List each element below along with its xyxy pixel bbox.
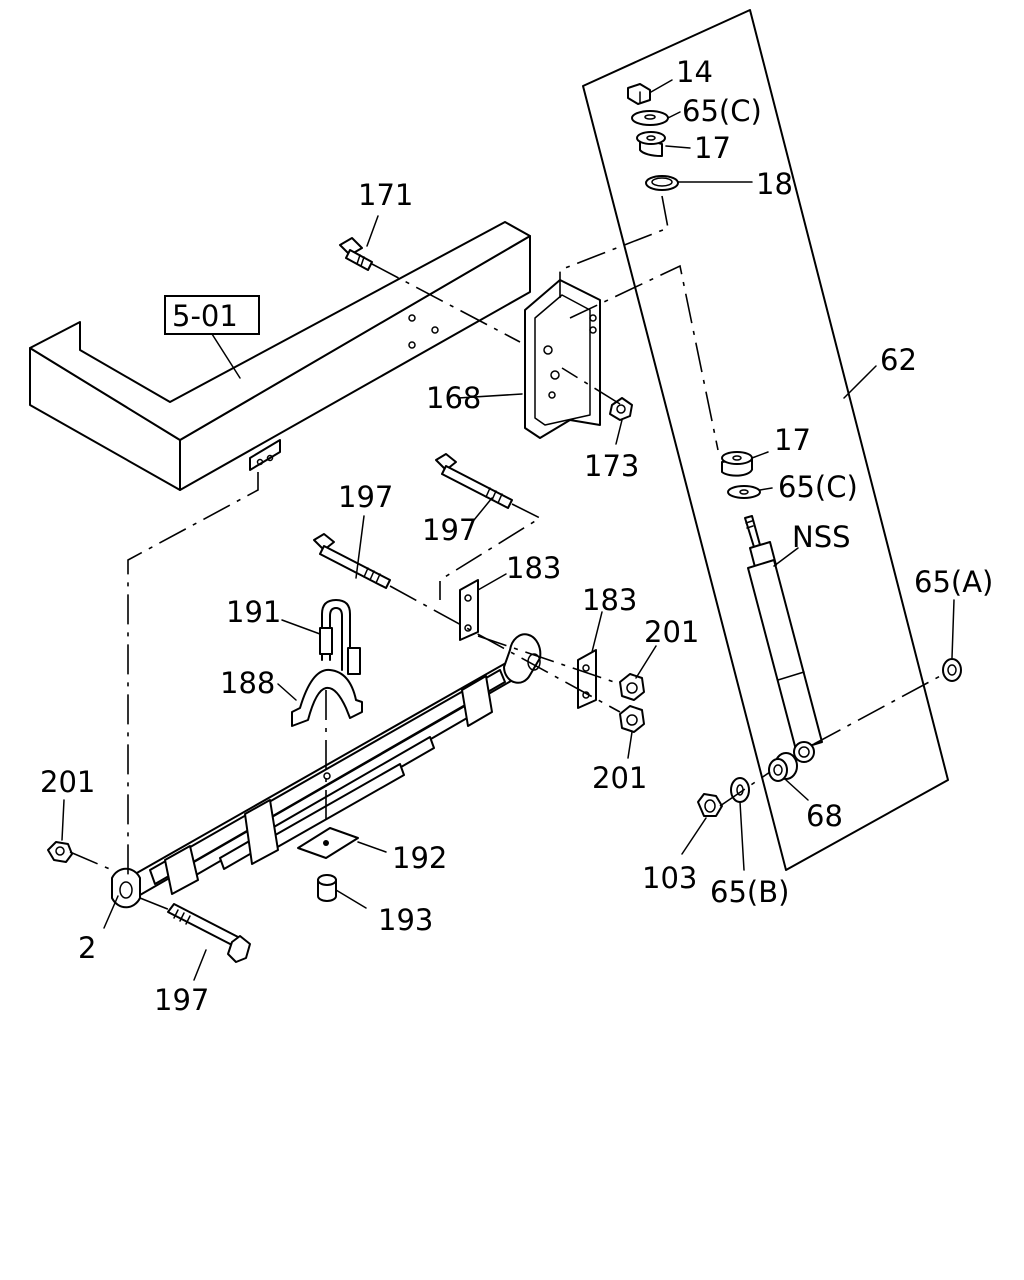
callout-197-a: 197 (338, 480, 393, 514)
callout-2: 2 (78, 931, 96, 965)
nut-201-c (47, 841, 73, 863)
callout-65c-top: 65(C) (682, 94, 762, 128)
nut-201-b (619, 705, 645, 733)
reference-box-label: 5-01 (172, 299, 238, 333)
callout-18: 18 (756, 167, 793, 201)
callout-103: 103 (642, 861, 697, 895)
callout-191: 191 (226, 595, 281, 629)
leader-lines (61, 79, 955, 981)
bolt-197-upper-a (435, 453, 513, 509)
callout-65a: 65(A) (914, 565, 993, 599)
callout-65c-mid: 65(C) (778, 470, 858, 504)
callout-68: 68 (806, 799, 843, 833)
reference-box (164, 295, 260, 335)
callout-183-a: 183 (506, 551, 561, 585)
callout-14: 14 (676, 55, 713, 89)
callout-197-b: 197 (422, 513, 477, 547)
spring-seat-188 (291, 668, 363, 727)
shock-group-boundary (582, 9, 949, 871)
nut-173 (609, 397, 633, 421)
nut-193 (317, 874, 337, 902)
bush-68 (768, 752, 798, 782)
shock-bracket (524, 279, 601, 439)
ring-18 (645, 175, 679, 191)
washer-65c-top (631, 110, 669, 126)
u-bolt-191 (319, 599, 361, 675)
shackle-plate-183-b (577, 649, 597, 709)
bush-17-mid (721, 451, 754, 477)
shock-absorber (744, 515, 823, 763)
callout-201-a: 201 (644, 615, 699, 649)
washer-65c-mid (727, 485, 761, 499)
shackle-plate-183-a (459, 579, 479, 641)
plate-192 (297, 827, 359, 859)
callout-201-b: 201 (592, 761, 647, 795)
washer-65a (942, 658, 962, 682)
callout-labels: 14 65(C) 17 18 171 62 168 173 17 65(C) 1… (40, 55, 993, 1017)
bolt-197-upper-b (313, 533, 391, 589)
nut-103 (697, 793, 723, 817)
callout-192: 192 (392, 841, 447, 875)
leaf-spring (111, 633, 542, 909)
callout-17-top: 17 (694, 131, 731, 165)
callout-17-mid: 17 (774, 423, 811, 457)
assembly-lines (69, 195, 945, 911)
bolt-197-lower (167, 903, 251, 963)
callout-173: 173 (584, 449, 639, 483)
callout-183-b: 183 (582, 583, 637, 617)
washer-65b (730, 777, 750, 803)
frame-rail (29, 221, 531, 491)
callout-188: 188 (220, 666, 275, 700)
bush-17-top (636, 131, 666, 158)
callout-65b: 65(B) (710, 875, 789, 909)
callout-201-c: 201 (40, 765, 95, 799)
callout-193: 193 (378, 903, 433, 937)
nut-14 (627, 83, 651, 105)
bolt-171 (339, 237, 373, 271)
callout-NSS: NSS (792, 520, 851, 554)
callout-168: 168 (426, 381, 481, 415)
callout-62: 62 (880, 343, 917, 377)
callout-197-c: 197 (154, 983, 209, 1017)
nut-201-a (619, 673, 645, 701)
callout-171: 171 (358, 178, 413, 212)
